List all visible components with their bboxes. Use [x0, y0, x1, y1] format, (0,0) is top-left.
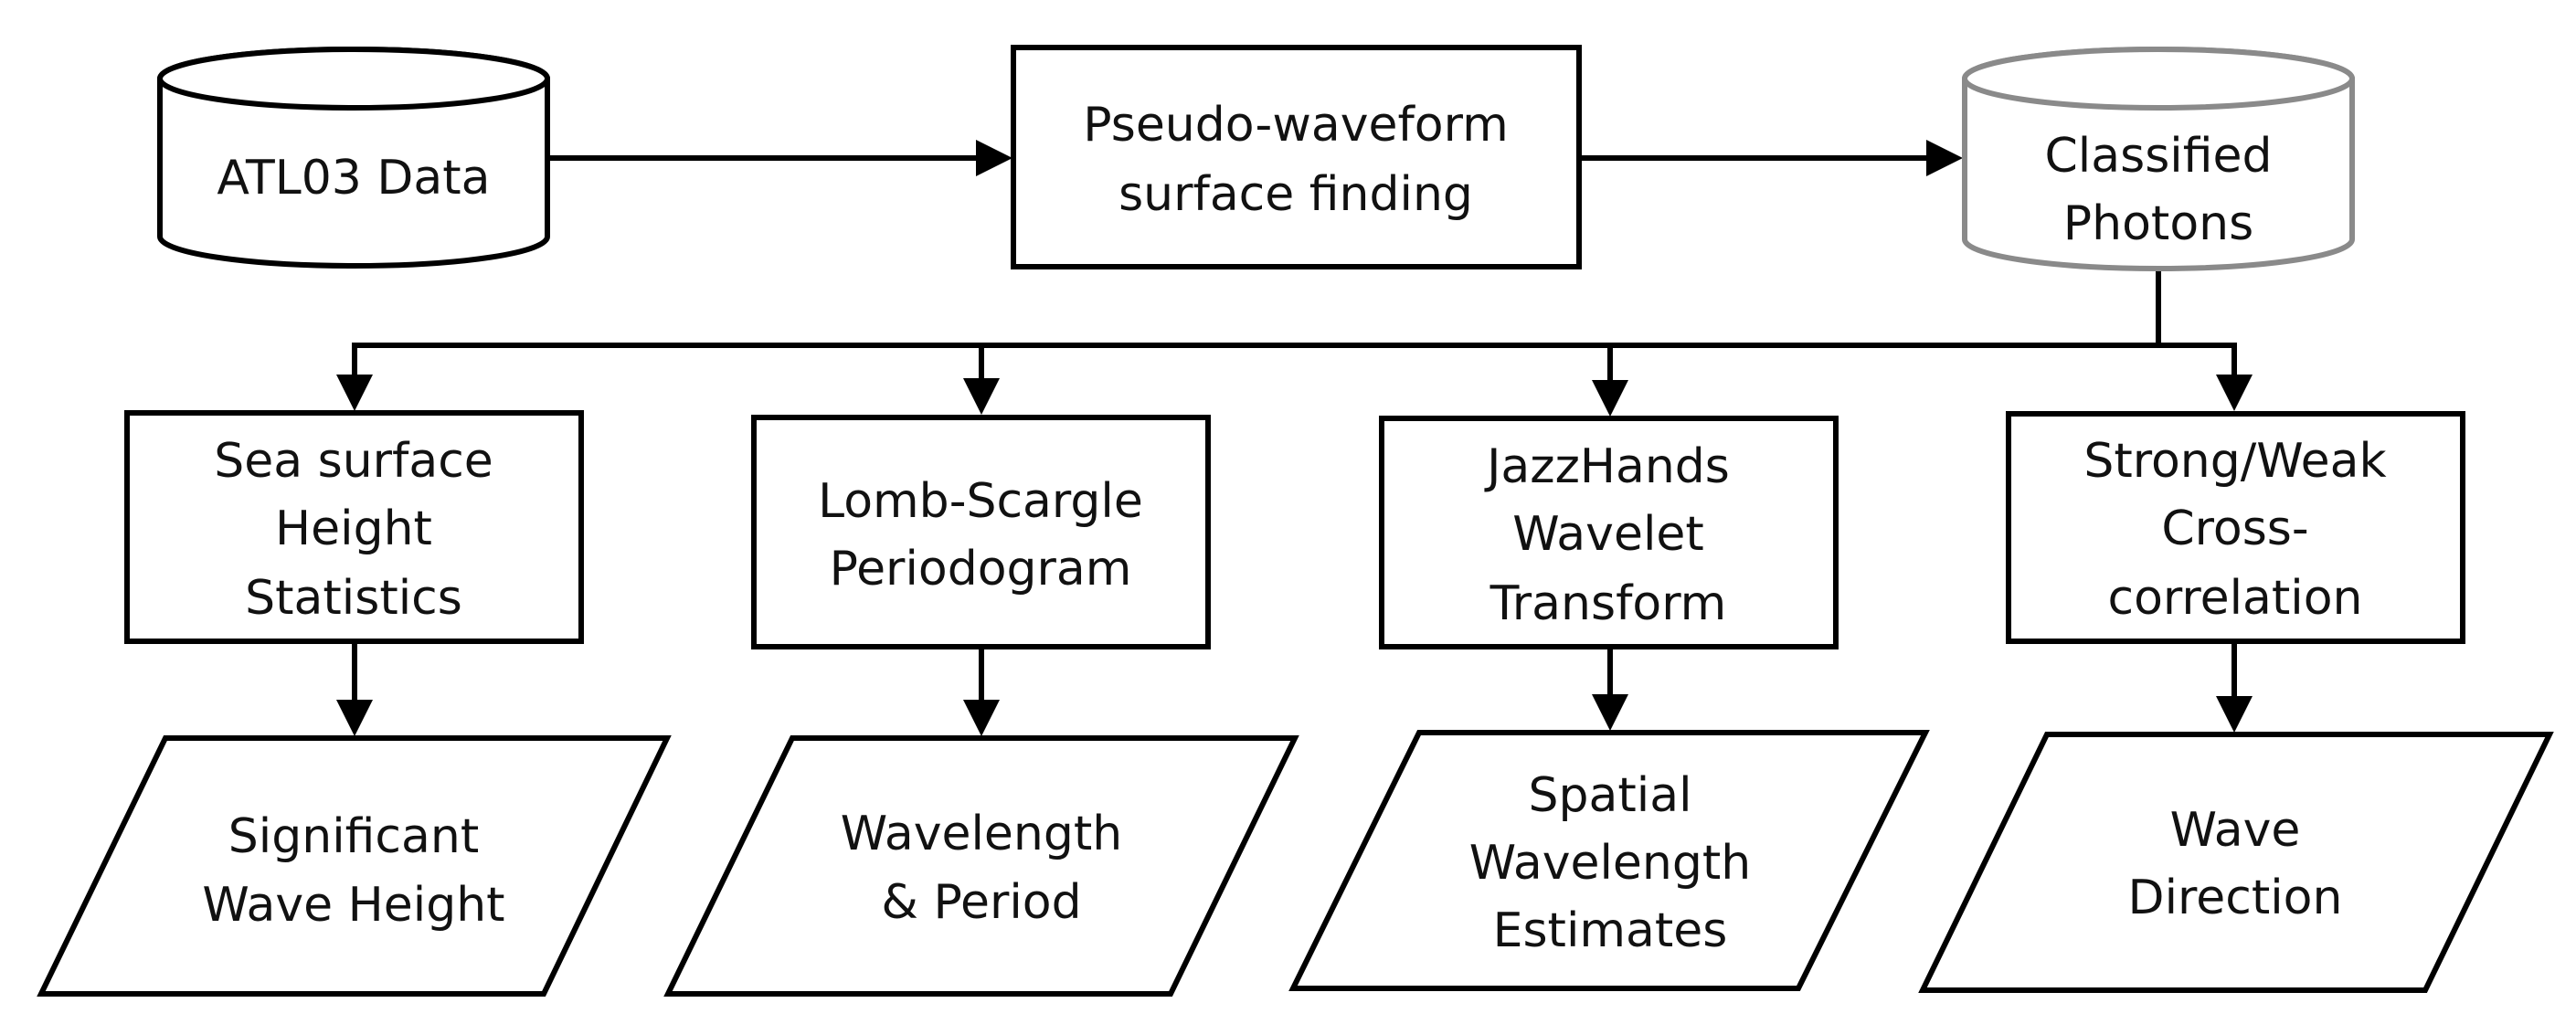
node-label: Statistics	[245, 571, 462, 626]
database-top-ellipse	[157, 47, 550, 111]
process-box	[1379, 416, 1839, 649]
output-parallelogram	[37, 735, 672, 997]
arrowhead-icon	[1592, 380, 1628, 417]
database-top-ellipse	[1962, 47, 2355, 111]
connectors	[336, 140, 2253, 736]
node-label: Transform	[1489, 576, 1727, 631]
node-wavelength-period: Wavelength & Period	[663, 735, 1299, 997]
node-label: correlation	[2107, 571, 2362, 626]
node-label: Classified	[2044, 129, 2272, 184]
node-label: Strong/Weak	[2083, 434, 2386, 489]
process-box	[751, 415, 1211, 649]
node-classified-photons: Classified Photons	[1962, 47, 2355, 271]
node-label: Periodogram	[830, 542, 1132, 596]
arrowhead-icon	[1926, 140, 1963, 176]
node-label: JazzHands	[1484, 439, 1730, 494]
node-label: Cross-	[2161, 501, 2308, 556]
arrowhead-icon	[336, 700, 373, 736]
node-label: Spatial	[1528, 768, 1691, 823]
arrowhead-icon	[1592, 694, 1628, 731]
arrowhead-icon	[963, 378, 1000, 415]
node-wave-direction: Wave Direction	[1918, 732, 2554, 993]
node-label: Wavelength	[1469, 836, 1751, 891]
node-label: Wave	[2170, 803, 2301, 858]
node-label: Significant	[228, 809, 479, 864]
process-box	[124, 410, 584, 644]
node-label: surface finding	[1118, 167, 1473, 222]
node-label: Lomb-Scargle	[818, 474, 1143, 529]
node-label: Estimates	[1493, 903, 1728, 958]
node-label: Wavelet	[1512, 507, 1704, 562]
node-label: Pseudo-waveform	[1083, 98, 1508, 153]
node-atl03-data: ATL03 Data	[157, 47, 550, 269]
node-jazzhands-wavelet-transform: JazzHands Wavelet Transform	[1379, 416, 1839, 649]
arrowhead-icon	[976, 140, 1012, 176]
process-box	[1011, 45, 1582, 269]
arrowhead-icon	[2216, 696, 2253, 733]
arrowhead-icon	[2216, 375, 2253, 411]
node-pseudo-waveform: Pseudo-waveform surface finding	[1011, 45, 1582, 269]
node-label: Sea surface	[214, 434, 493, 489]
node-label: Wave Height	[202, 878, 504, 933]
arrowhead-icon	[336, 375, 373, 411]
node-label: & Period	[881, 875, 1081, 930]
process-box	[2006, 411, 2465, 644]
node-label: Height	[275, 501, 432, 556]
output-parallelogram	[1288, 730, 1930, 991]
node-label: Wavelength	[841, 807, 1122, 861]
node-significant-wave-height: Significant Wave Height	[37, 735, 672, 997]
output-parallelogram	[1918, 732, 2554, 993]
node-label: Direction	[2128, 871, 2343, 925]
node-lomb-scargle-periodogram: Lomb-Scargle Periodogram	[751, 415, 1211, 649]
arrowhead-icon	[963, 700, 1000, 736]
node-label: Photons	[2063, 196, 2253, 251]
node-label: ATL03 Data	[217, 151, 490, 206]
node-strong-weak-cross-correlation: Strong/Weak Cross- correlation	[2006, 411, 2465, 644]
output-parallelogram	[663, 735, 1299, 997]
node-sea-surface-height-statistics: Sea surface Height Statistics	[124, 410, 584, 644]
node-spatial-wavelength-estimates: Spatial Wavelength Estimates	[1288, 730, 1930, 991]
